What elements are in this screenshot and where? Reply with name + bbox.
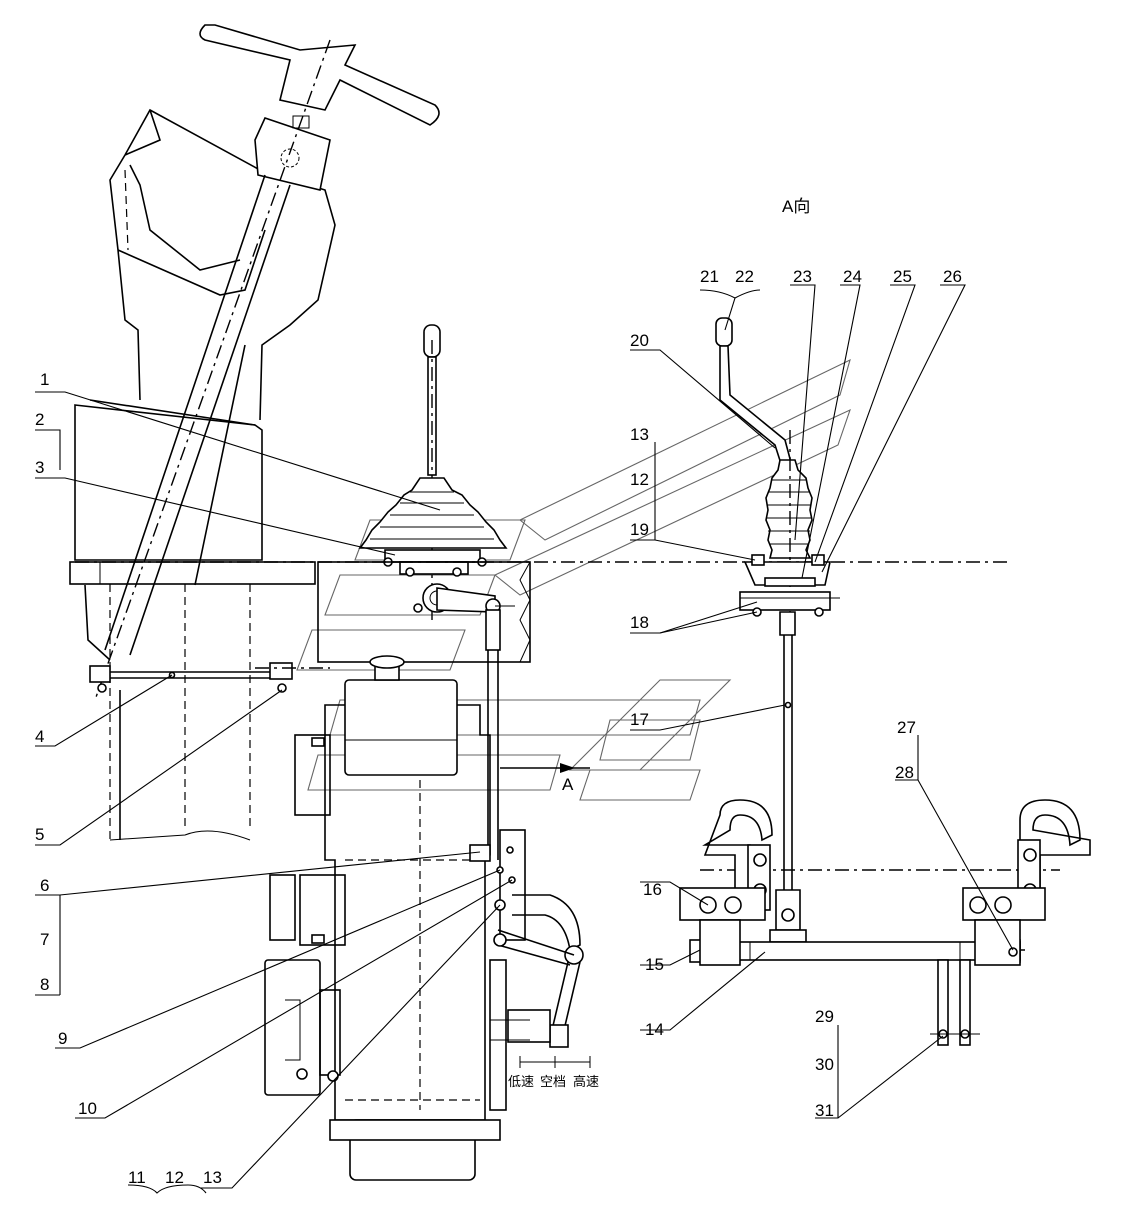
part-label-22: 22 [735, 267, 754, 286]
gear-lever-left [358, 324, 515, 620]
right-bracket [962, 799, 1091, 966]
part-label-21: 21 [700, 267, 719, 286]
part-label-12b: 12 [630, 470, 649, 489]
part-label-27: 27 [897, 718, 916, 737]
cab-structure [69, 108, 336, 841]
part-label-26: 26 [943, 267, 962, 286]
vertical-rods [469, 609, 526, 941]
part-label-28: 28 [895, 763, 914, 782]
part-label-12: 12 [165, 1168, 184, 1187]
part-label-30: 30 [815, 1055, 834, 1074]
part-label-29: 29 [815, 1007, 834, 1026]
part-label-1: 1 [40, 370, 49, 389]
floor-panel [317, 561, 531, 663]
part-label-11: 11 [128, 1168, 146, 1187]
part-label-10: 10 [78, 1099, 97, 1118]
shift-scale [519, 1056, 591, 1068]
shift-arm [489, 894, 584, 1111]
steering-column [94, 24, 440, 701]
part-label-3: 3 [35, 458, 44, 477]
view-a-lever [715, 317, 840, 943]
part-label-19: 19 [630, 520, 649, 539]
view-arrow [500, 763, 590, 773]
part-label-9: 9 [58, 1029, 67, 1048]
view-marker-label: A [562, 775, 574, 794]
part-label-18: 18 [630, 613, 649, 632]
part-label-31: 31 [815, 1101, 834, 1120]
part-label-23: 23 [793, 267, 812, 286]
part-label-5: 5 [35, 825, 44, 844]
part-labels: 1 2 3 4 5 6 7 8 9 10 11 12 13 13 12 19 2… [35, 267, 962, 1187]
part-label-4: 4 [35, 727, 44, 746]
gearbox-body [264, 655, 501, 1181]
part-label-2: 2 [35, 410, 44, 429]
part-label-14: 14 [645, 1020, 664, 1039]
part-label-7: 7 [40, 930, 49, 949]
leader-lines [35, 284, 1014, 1194]
part-label-25: 25 [893, 267, 912, 286]
lower-plates [930, 959, 980, 1046]
scale-label-neutral: 空档 [540, 1075, 566, 1090]
part-label-13: 13 [203, 1168, 222, 1187]
part-label-24: 24 [843, 267, 862, 286]
part-label-17: 17 [630, 710, 649, 729]
scale-label-high: 高速 [573, 1074, 599, 1090]
scale-label-low: 低速 [508, 1075, 534, 1090]
part-label-8: 8 [40, 975, 49, 994]
part-label-13b: 13 [630, 425, 649, 444]
part-label-20: 20 [630, 331, 649, 350]
part-label-16: 16 [643, 880, 662, 899]
part-label-15: 15 [645, 955, 664, 974]
part-label-6: 6 [40, 876, 49, 895]
break-line [519, 561, 531, 663]
view-title: A向 [782, 197, 810, 216]
link-rod [89, 662, 330, 693]
